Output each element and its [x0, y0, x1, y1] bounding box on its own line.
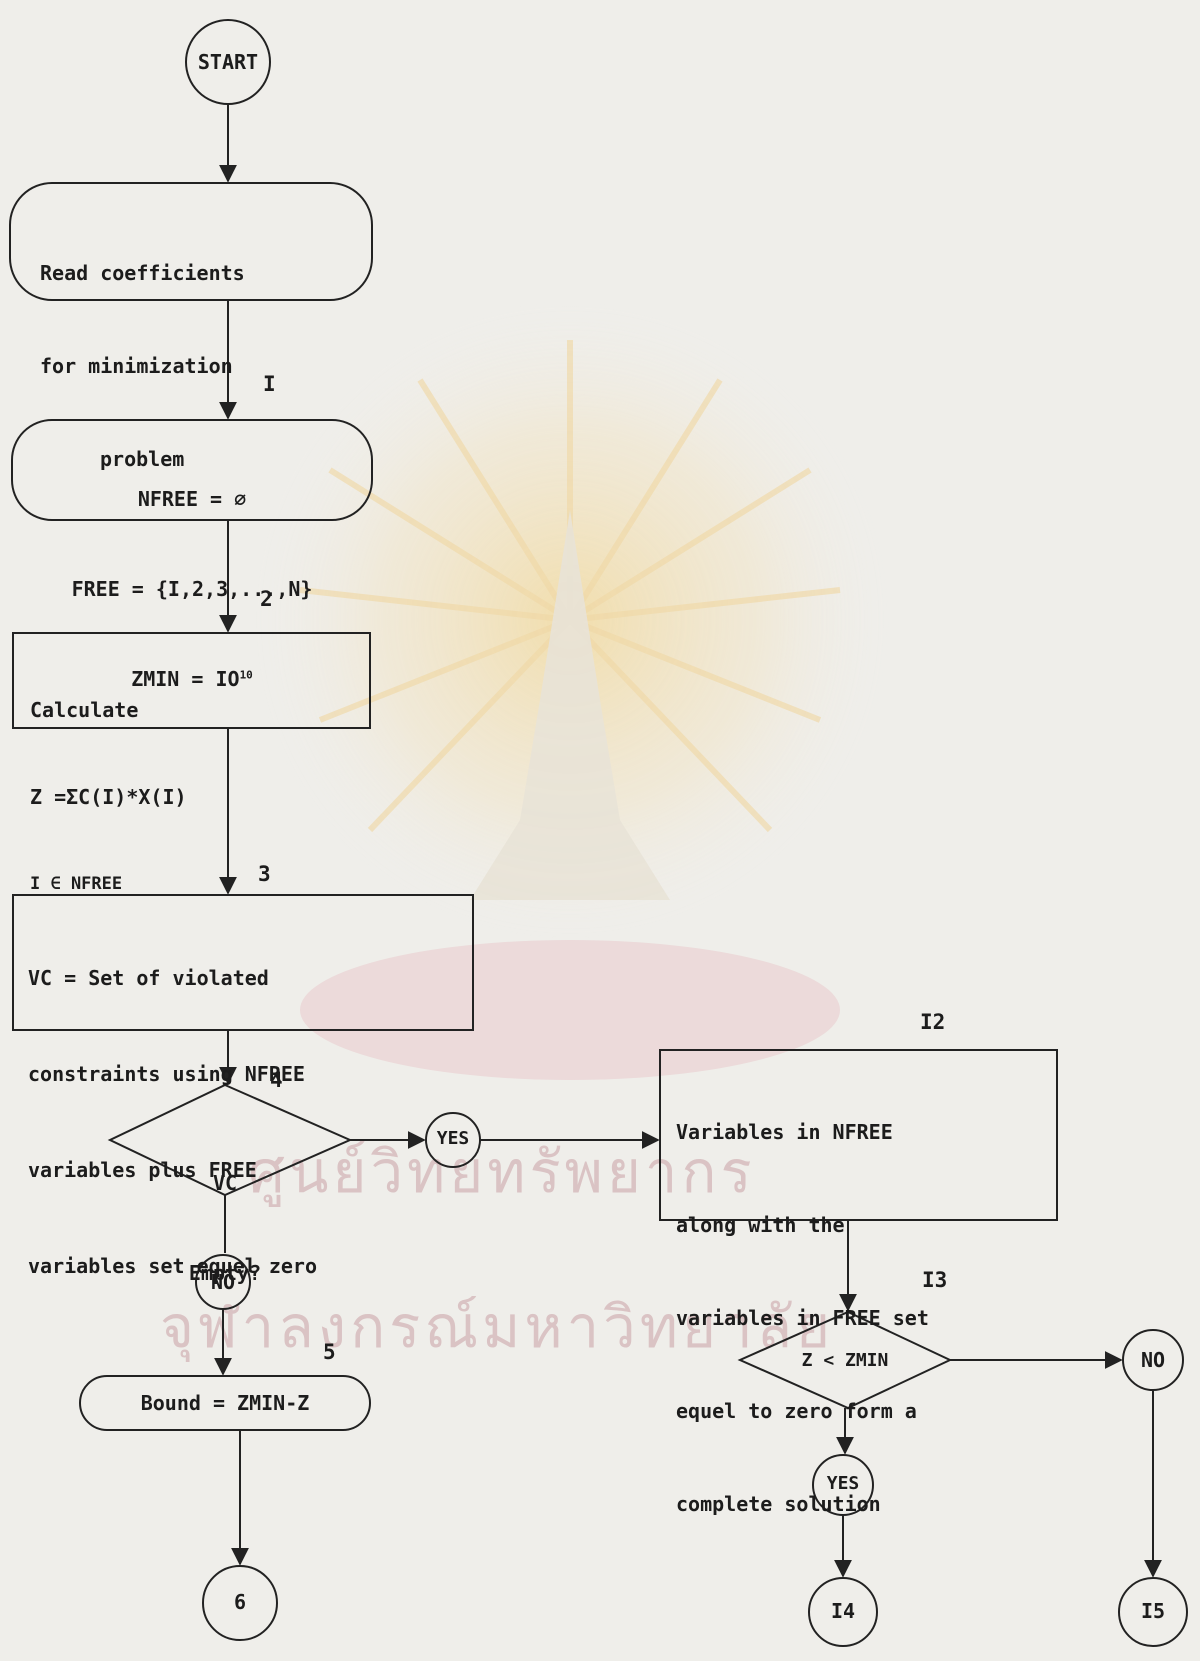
no-connector-label: NO	[196, 1270, 250, 1294]
step-label-3: 3	[258, 862, 271, 886]
zmin-exponent: 10	[240, 668, 253, 681]
read-line-2: for minimization	[40, 351, 245, 382]
yes-connector-label: YES	[426, 1128, 480, 1149]
bound-block-text: Bound = ZMIN-Z	[80, 1388, 370, 1419]
vc-decision-text: VC Empty?	[150, 1108, 300, 1348]
solution-line-2: along with the	[676, 1210, 929, 1241]
calc-line-2: Z =ΣC(I)*X(I)	[30, 783, 187, 812]
step-label-5: 5	[323, 1340, 336, 1364]
read-line-1: Read coefficients	[40, 258, 245, 289]
calc-line-1: Calculate	[30, 696, 187, 725]
step-label-1: I	[263, 372, 276, 396]
vc-line-1: VC = Set of violated	[28, 962, 317, 994]
step-label-12: I2	[920, 1010, 945, 1034]
connector-14-label: I4	[809, 1599, 877, 1623]
start-label: START	[186, 50, 270, 74]
calc-line-3: I ∈ NFREE	[30, 870, 187, 899]
z-no-connector-label: NO	[1123, 1348, 1183, 1372]
step-label-4: 4	[270, 1068, 283, 1092]
solution-line-1: Variables in NFREE	[676, 1117, 929, 1148]
solution-line-3: variables in FREE set	[676, 1303, 929, 1334]
connector-15-label: I5	[1119, 1599, 1187, 1623]
z-yes-connector-label: YES	[813, 1473, 873, 1494]
z-decision-text: Z < ZMIN	[760, 1345, 930, 1376]
init-line-nfree: NFREE = ∅	[12, 484, 372, 514]
solution-line-4: equel to zero form a	[676, 1396, 929, 1427]
init-line-free: FREE = {I,2,3,...,N}	[12, 574, 372, 604]
connector-6-label: 6	[203, 1590, 277, 1614]
solution-line-5: complete solution	[676, 1489, 929, 1520]
solution-block-text: Variables in NFREE along with the variab…	[676, 1055, 929, 1582]
step-label-13: I3	[922, 1268, 947, 1292]
step-label-2: 2	[260, 587, 273, 611]
vc-decision-line-1: VC	[150, 1168, 300, 1198]
